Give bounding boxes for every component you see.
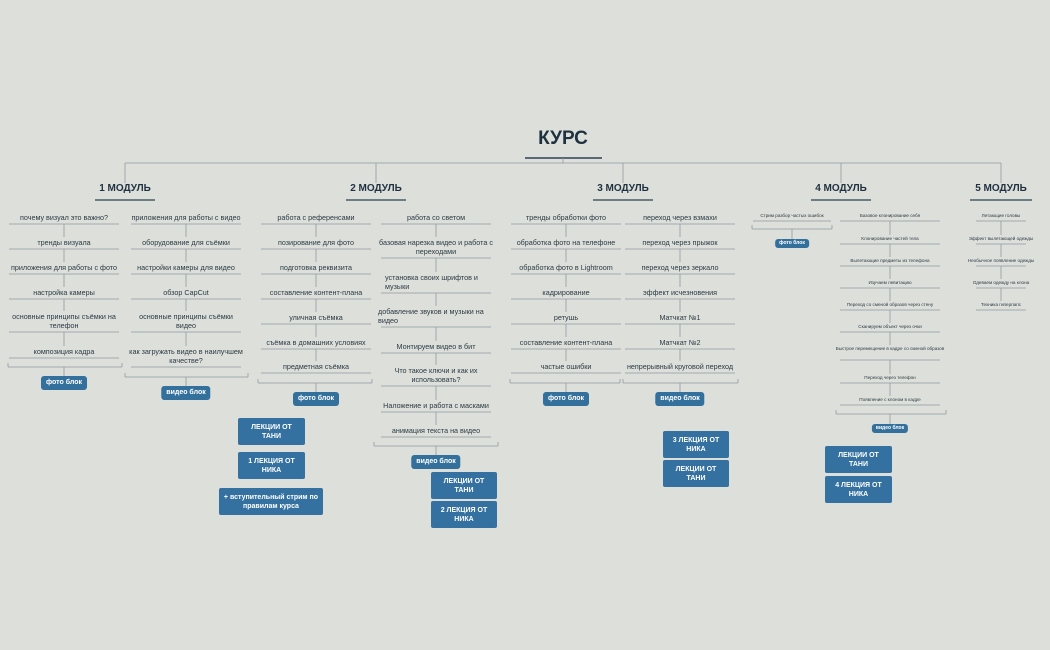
list-item[interactable]: обработка фото на телефоне [516, 238, 616, 247]
list-item[interactable]: Необычное появление одежды [967, 258, 1035, 263]
list-item[interactable]: позирование для фото [277, 238, 355, 247]
list-item[interactable]: Стрим разбор частых ошибок [760, 213, 824, 218]
module-3-title[interactable]: 3 МОДУЛЬ [597, 183, 649, 194]
lecture-card[interactable]: ЛЕКЦИИ ОТ ТАНИ [431, 472, 497, 499]
list-item[interactable]: предметная съёмка [282, 362, 350, 371]
list-item[interactable]: приложения для работы с фото [10, 263, 117, 272]
lecture-card[interactable]: + вступительный стрим по правилам курса [219, 488, 323, 515]
list-item[interactable]: Летающие головы [981, 213, 1021, 218]
list-item[interactable]: Монтируем видео в бит [396, 342, 476, 351]
list-item[interactable]: Эффект вылетающей одежды [968, 236, 1034, 241]
lecture-card[interactable]: ЛЕКЦИИ ОТ ТАНИ [825, 446, 892, 473]
list-item[interactable]: Быстрое перемещение в кадре со сменой об… [835, 346, 945, 351]
video-block-tag[interactable]: видео блок [655, 392, 705, 406]
module-1-title[interactable]: 1 МОДУЛЬ [99, 183, 151, 194]
list-item[interactable]: уличная съёмка [289, 313, 343, 322]
list-item[interactable]: настройки камеры для видео [137, 263, 235, 272]
list-item[interactable]: установка своих шрифтов и музыки [385, 273, 478, 291]
video-block-tag[interactable]: видео блок [161, 386, 211, 400]
list-item[interactable]: добавление звуков и музыки на видео [378, 307, 484, 325]
lecture-card[interactable]: 3 ЛЕКЦИЯ ОТ НИКА [663, 431, 729, 458]
lecture-card[interactable]: ЛЕКЦИИ ОТ ТАНИ [663, 460, 729, 487]
list-item[interactable]: базовая нарезка видео и работа с переход… [379, 238, 493, 256]
list-item[interactable]: как загружать видео в наилучшем качестве… [129, 347, 243, 365]
lecture-card[interactable]: 1 ЛЕКЦИЯ ОТ НИКА [238, 452, 305, 479]
list-item[interactable]: настройка камеры [33, 288, 95, 297]
list-item[interactable]: переход через зеркало [641, 263, 719, 272]
list-item[interactable]: Матчкат №1 [659, 313, 701, 322]
list-item[interactable]: Вылетающие предметы из телефона [850, 258, 930, 263]
list-item[interactable]: анимация текста на видео [391, 426, 481, 435]
list-item[interactable]: Появление с клоном в кадре [859, 397, 921, 402]
list-item[interactable]: непрерывный круговой переход [626, 362, 734, 371]
list-item[interactable]: кадрирование [542, 288, 590, 297]
list-item[interactable]: переход через взмахи [643, 213, 717, 222]
video-block-tag[interactable]: видео блок [411, 455, 461, 469]
list-item[interactable]: Клонирование частей тела [861, 236, 919, 241]
list-item[interactable]: Базовое клонирование себя [859, 213, 921, 218]
list-item[interactable]: Переход через телефон [864, 375, 916, 380]
module-5-title[interactable]: 5 МОДУЛЬ [975, 183, 1027, 194]
list-item[interactable]: Что такое ключи и как их использовать? [394, 366, 478, 384]
list-item[interactable]: обзор CapCut [163, 288, 209, 297]
lecture-card[interactable]: ЛЕКЦИИ ОТ ТАНИ [238, 418, 305, 445]
photo-block-tag[interactable]: фото блок [293, 392, 339, 406]
list-item[interactable]: частые ошибки [540, 362, 592, 371]
root-title[interactable]: КУРС [538, 128, 588, 149]
list-item[interactable]: Переход со сменой образов через стену [846, 302, 934, 307]
photo-block-tag[interactable]: фото блок [41, 376, 87, 390]
list-item[interactable]: Изучаем левитацию [868, 280, 912, 285]
photo-block-tag[interactable]: фото блок [775, 239, 809, 248]
list-item[interactable]: почему визуал это важно? [19, 213, 109, 222]
list-item[interactable]: тренды обработки фото [525, 213, 607, 222]
list-item[interactable]: тренды визуала [37, 238, 91, 247]
list-item[interactable]: переход через прыжок [642, 238, 718, 247]
list-item[interactable]: съёмка в домашних условиях [266, 338, 366, 347]
lecture-card[interactable]: 2 ЛЕКЦИЯ ОТ НИКА [431, 501, 497, 528]
list-item[interactable]: оборудование для съёмки [142, 238, 230, 247]
list-item[interactable]: Наложение и работа с масками [383, 401, 489, 410]
module-2-title[interactable]: 2 МОДУЛЬ [350, 183, 402, 194]
list-item[interactable]: Сканируем объект через очки [858, 324, 922, 329]
list-item[interactable]: Матчкат №2 [659, 338, 701, 347]
list-item[interactable]: работа с референсами [277, 213, 355, 222]
list-item[interactable]: Одеваем одежду на клона [972, 280, 1030, 285]
list-item[interactable]: составление контент-плана [269, 288, 363, 297]
list-item[interactable]: приложения для работы с видео [131, 213, 241, 222]
list-item[interactable]: основные принципы съёмки видео [139, 312, 233, 330]
module-4-title[interactable]: 4 МОДУЛЬ [815, 183, 867, 194]
list-item[interactable]: работа со светом [406, 213, 466, 222]
list-item[interactable]: составление контент-плана [519, 338, 613, 347]
photo-block-tag[interactable]: фото блок [543, 392, 589, 406]
list-item[interactable]: композиция кадра [33, 347, 95, 356]
list-item[interactable]: обработка фото в Lightroom [519, 263, 613, 272]
list-item[interactable]: ретушь [553, 313, 579, 322]
list-item[interactable]: основные принципы съёмки на телефон [12, 312, 116, 330]
lecture-card[interactable]: 4 ЛЕКЦИЯ ОТ НИКА [825, 476, 892, 503]
list-item[interactable]: подготовка реквизита [279, 263, 353, 272]
list-item[interactable]: эффект исчезновения [643, 288, 717, 297]
video-block-tag[interactable]: видео блок [871, 424, 909, 433]
list-item[interactable]: Техника гиперлапс [980, 302, 1022, 307]
